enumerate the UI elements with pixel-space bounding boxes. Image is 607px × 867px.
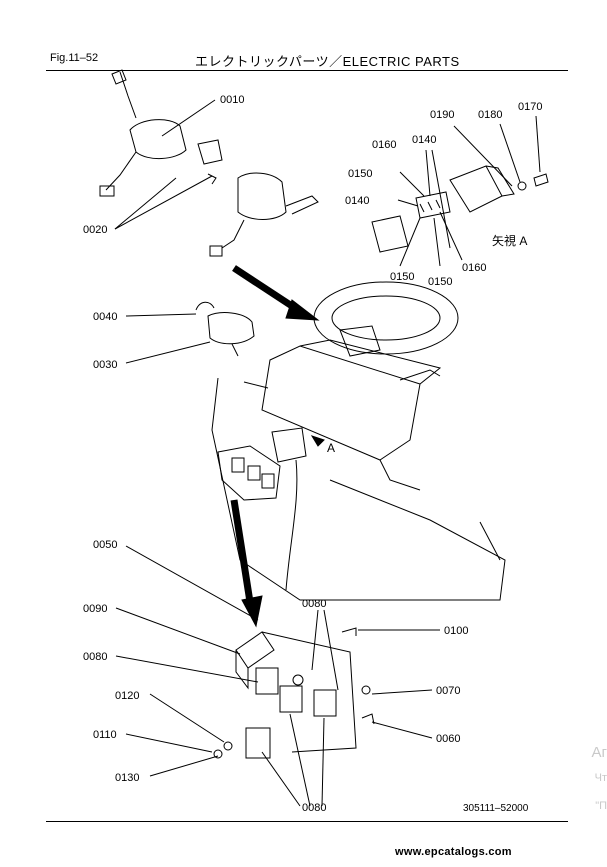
label-0150-bottom-left: 0150 — [390, 271, 414, 283]
label-0100: 0100 — [444, 625, 468, 637]
label-0110: 0110 — [93, 729, 117, 741]
direction-arrow-1 — [232, 265, 300, 313]
relay-cluster-on-panel — [217, 427, 307, 591]
label-0150-bottom: 0150 — [428, 276, 452, 288]
key-switch-drawing — [195, 301, 255, 357]
view-a-fuse-block — [371, 165, 549, 253]
label-0160-bottom: 0160 — [462, 262, 486, 274]
label-0140-top: 0140 — [412, 134, 436, 146]
combination-switch-drawing — [99, 69, 319, 257]
direction-arrow-2-head — [241, 595, 263, 628]
overlay-text-1: Aг — [591, 744, 607, 761]
label-0030: 0030 — [93, 359, 117, 371]
overlay-text-3: "П — [595, 800, 607, 812]
page-title: エレクトリックパーツ／ELECTRIC PARTS — [195, 54, 460, 69]
label-0020: 0020 — [83, 224, 107, 236]
label-0190: 0190 — [430, 109, 454, 121]
steering-column-drawing — [211, 281, 506, 601]
relay-bracket-assembly — [213, 627, 375, 759]
label-0090: 0090 — [83, 603, 107, 615]
label-0160-top: 0160 — [372, 139, 396, 151]
label-0130: 0130 — [115, 772, 139, 784]
label-0060: 0060 — [436, 733, 460, 745]
direction-arrow-1-head — [285, 299, 320, 321]
label-0080-top: 0080 — [302, 598, 326, 610]
figure-number: Fig.11–52 — [50, 52, 99, 64]
label-0170: 0170 — [518, 101, 542, 113]
view-a-arrow — [310, 435, 325, 447]
header-rule — [46, 70, 568, 71]
label-0180: 0180 — [478, 109, 502, 121]
a-marker-label: A — [327, 441, 335, 455]
label-0150-top: 0150 — [348, 168, 372, 180]
label-0040: 0040 — [93, 311, 117, 323]
label-0080-left: 0080 — [83, 651, 107, 663]
label-0010: 0010 — [220, 94, 244, 106]
label-0120: 0120 — [115, 690, 139, 702]
watermark-site: www.epcatalogs.com — [395, 846, 512, 858]
view-a-label: 矢視 A — [492, 233, 527, 248]
label-0070: 0070 — [436, 685, 460, 697]
footer-rule — [46, 821, 568, 822]
overlay-text-2: Чт — [594, 772, 607, 784]
direction-arrow-2 — [230, 499, 254, 603]
label-0140-left: 0140 — [345, 195, 369, 207]
leader-lines — [114, 99, 541, 807]
label-0050: 0050 — [93, 539, 117, 551]
part-catalog-code: 305111–52000 — [463, 803, 529, 814]
label-0080-bottom: 0080 — [302, 802, 326, 814]
